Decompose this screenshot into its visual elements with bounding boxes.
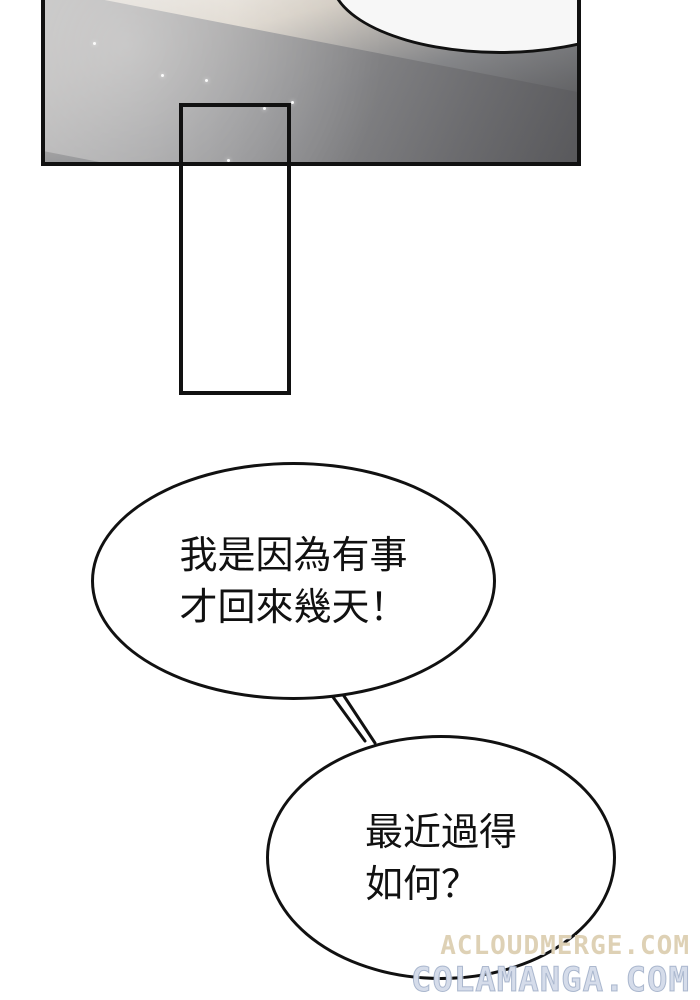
site-watermark-secondary: COLAMANGA.COM [410,960,690,1000]
speech-line: 才回來幾天！ [179,585,408,629]
sparkle-icon [263,107,266,110]
speech-bubble-secondary: 最近過得 如何？ [266,735,616,980]
speech-line: 最近過得 [364,809,517,854]
sparkle-icon [227,159,230,162]
speech-text-primary: 我是因為有事 才回來幾天！ [179,529,407,633]
speech-text-secondary: 最近過得 如何？ [365,806,517,910]
sparkle-icon [205,79,208,82]
sparkle-icon [161,74,164,77]
vertical-panel-frame [179,103,291,395]
speech-line: 我是因為有事 [179,533,408,577]
sparkle-icon [291,101,294,104]
site-watermark-primary: ACLOUDMERGE.COM [440,931,690,961]
top-manga-panel [41,0,581,166]
speech-line: 如何？ [364,861,479,906]
sparkle-icon [93,42,96,45]
speech-bubble-primary: 我是因為有事 才回來幾天！ [91,462,496,700]
